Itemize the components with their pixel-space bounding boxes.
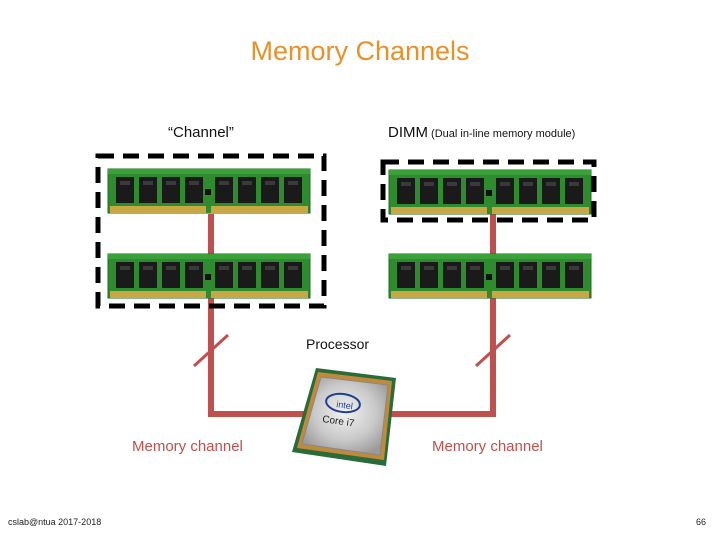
memory-channel-label-right: Memory channel	[432, 438, 543, 455]
right-wire-lower	[385, 298, 496, 417]
dimm-bottom-left	[107, 253, 311, 299]
channel-dashed-box	[95, 153, 327, 309]
dimm-label-main: DIMM	[388, 124, 428, 141]
cpu-brand: intel	[336, 399, 354, 411]
memory-channel-wires	[208, 214, 496, 417]
dimm-top-left	[107, 168, 311, 214]
dimm-dashed-box	[380, 159, 597, 223]
left-wire-lower	[208, 298, 320, 417]
processor-chip: intel Core i7	[292, 368, 396, 466]
page-number: 66	[695, 517, 706, 527]
memory-channel-label-left: Memory channel	[132, 438, 243, 455]
left-bus-slash	[192, 333, 230, 368]
processor-label: Processor	[306, 336, 370, 352]
footer-left: cslab@ntua 2017-2018	[8, 517, 102, 527]
dimm-label: DIMM (Dual in-line memory module)	[388, 124, 575, 141]
slide-title: Memory Channels	[250, 36, 470, 66]
dimm-top-right	[388, 169, 592, 215]
channel-label: “Channel”	[168, 124, 234, 141]
bus-slashes	[192, 333, 512, 368]
dimm-label-detail: (Dual in-line memory module)	[428, 128, 576, 140]
dimm-bottom-right	[388, 253, 592, 299]
cpu-model: Core i7	[322, 414, 356, 429]
right-bus-slash	[474, 333, 512, 368]
